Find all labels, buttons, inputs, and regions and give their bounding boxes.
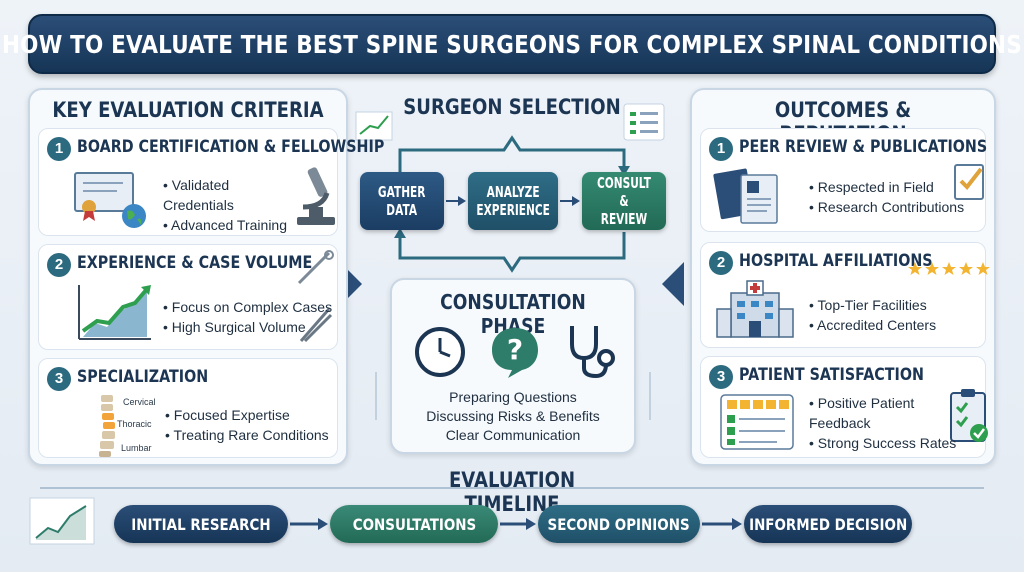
top-loop-arrow [398,135,626,210]
outcome-section-2: 2 HOSPITAL AFFILIATIONS Top-Tier Facilit… [700,242,990,348]
scalpel-icon [297,250,334,285]
section-title: SPECIALIZATION [77,367,209,387]
criteria-3-bullets: Focused Expertise Treating Rare Conditio… [165,405,329,445]
bullet-item: Top-Tier Facilities [809,295,936,315]
step-label-line2: EXPERIENCE [476,201,550,219]
timeline-step-label: INFORMED DECISION [748,514,908,534]
spine-icon [99,395,115,457]
section-number: 2 [47,253,71,277]
spine-label-cervical: Cervical [123,397,156,407]
bar-chart-icon [355,111,393,141]
consultation-line: Clear Communication [445,427,581,443]
review-card-icon [720,394,794,450]
bullet-item: Respected in Field [809,177,964,197]
section-title: BOARD CERTIFICATION & FELLOWSHIP [77,137,385,157]
bullet-item: Focus on Complex Cases [163,297,332,317]
microscope-icon [297,167,335,225]
bullet-item: Advanced Training [163,215,287,235]
section-title: PATIENT SATISFACTION [739,365,924,385]
outcome-1-bullets: Respected in Field Research Contribution… [809,177,964,217]
timeline-step-label: INITIAL RESEARCH [131,514,271,534]
step-label-line2: DATA [386,201,418,219]
criteria-section-2: 2 EXPERIENCE & CASE VOLUME Focus on Comp… [38,244,338,350]
clock-icon [415,327,465,377]
question-icon: ? [492,328,538,378]
step-arrow-1 [458,196,466,206]
timeline-step-initial-research: INITIAL RESEARCH [114,505,288,543]
spine-label-lumbar: Lumbar [121,443,152,453]
timeline-step-label: SECOND OPINIONS [547,514,691,534]
step-label-line1: CONSULT [596,174,652,192]
timeline-step-second-opinions: SECOND OPINIONS [538,505,700,543]
section-title: PEER REVIEW & PUBLICATIONS [739,137,988,157]
outcome-2-bullets: Top-Tier Facilities Accredited Centers [809,295,936,335]
section-number: 1 [709,137,733,161]
timeline-step-informed-decision: INFORMED DECISION [744,505,912,543]
outcome-section-1: 1 PEER REVIEW & PUBLICATIONS Respected i… [700,128,988,232]
section-number: 3 [709,365,733,389]
consultation-line: Discussing Risks & Benefits [426,408,600,424]
bottom-loop-arrow [398,232,626,273]
svg-text:?: ? [507,333,523,366]
criteria-section-1: 1 BOARD CERTIFICATION & FELLOWSHIP Valid… [38,128,384,236]
certificate-icon [74,172,134,221]
step-consult-review: CONSULT& REVIEW [582,172,666,230]
bullet-item: Positive Patient [809,393,956,413]
hospital-icon [716,280,794,338]
left-chevron-icon [662,262,684,306]
timeline-step-label: CONSULTATIONS [352,514,476,534]
globe-icon [122,204,146,228]
section-title: EXPERIENCE & CASE VOLUME [77,253,313,273]
bullet-item: Treating Rare Conditions [165,425,329,445]
bullet-item: Credentials [163,197,234,213]
bullet-item: Research Contributions [809,197,964,217]
consultation-line: Preparing Questions [449,389,577,405]
section-title: HOSPITAL AFFILIATIONS [739,251,933,271]
key-criteria-panel: KEY EVALUATION CRITERIA 1 BOARD CERTIFIC… [28,88,384,466]
section-number: 3 [47,367,71,391]
surgeon-selection-title: SURGEON SELECTION [403,95,621,119]
step-label-line1: ANALYZE [486,183,540,201]
bullet-item: Validated [163,175,287,195]
section-number: 2 [709,251,733,275]
step-arrow-2 [572,196,580,206]
journal-icon [713,168,778,224]
star-rating-icon [908,262,990,275]
bullet-item: Focused Expertise [165,405,329,425]
bullet-item: High Surgical Volume [163,317,332,337]
criteria-1-bullets: Validated Credentials Advanced Training [163,175,287,235]
consultation-lines: Preparing Questions Discussing Risks & B… [392,388,634,445]
mini-chart-icon [29,497,95,545]
checklist-small-icon [623,103,665,141]
bullet-item: Strong Success Rates [809,433,957,453]
page-title: HOW TO EVALUATE THE BEST SPINE SURGEONS … [2,29,1022,59]
outcome-section-3: 3 PATIENT SATISFACTION Positive Patient … [700,356,988,458]
outcomes-panel: OUTCOMES & REPUTATION 1 PEER REVIEW & PU… [690,88,996,466]
stethoscope-icon [570,326,615,379]
step-label-line2: & REVIEW [600,192,648,228]
timeline-step-consultations: CONSULTATIONS [330,505,498,543]
panel-title-left: KEY EVALUATION CRITERIA [52,98,324,122]
criteria-section-3: 3 SPECIALIZATION Cervical Thoracic Lumba… [38,358,338,458]
bullet-item: Feedback [809,415,871,431]
step-label-line1: GATHER [378,183,426,201]
clipboard-icon [950,389,988,442]
section-number: 1 [47,137,71,161]
title-banner: HOW TO EVALUATE THE BEST SPINE SURGEONS … [2,14,1022,74]
consultation-phase-panel: CONSULTATION PHASE ? Preparing Questions… [390,278,636,454]
criteria-2-bullets: Focus on Complex Cases High Surgical Vol… [163,297,332,337]
bullet-item: Accredited Centers [809,315,936,335]
growth-chart-icon [78,285,151,340]
spine-label-thoracic: Thoracic [117,419,152,429]
outcome-3-bullets: Positive Patient Feedback Strong Success… [809,393,956,453]
